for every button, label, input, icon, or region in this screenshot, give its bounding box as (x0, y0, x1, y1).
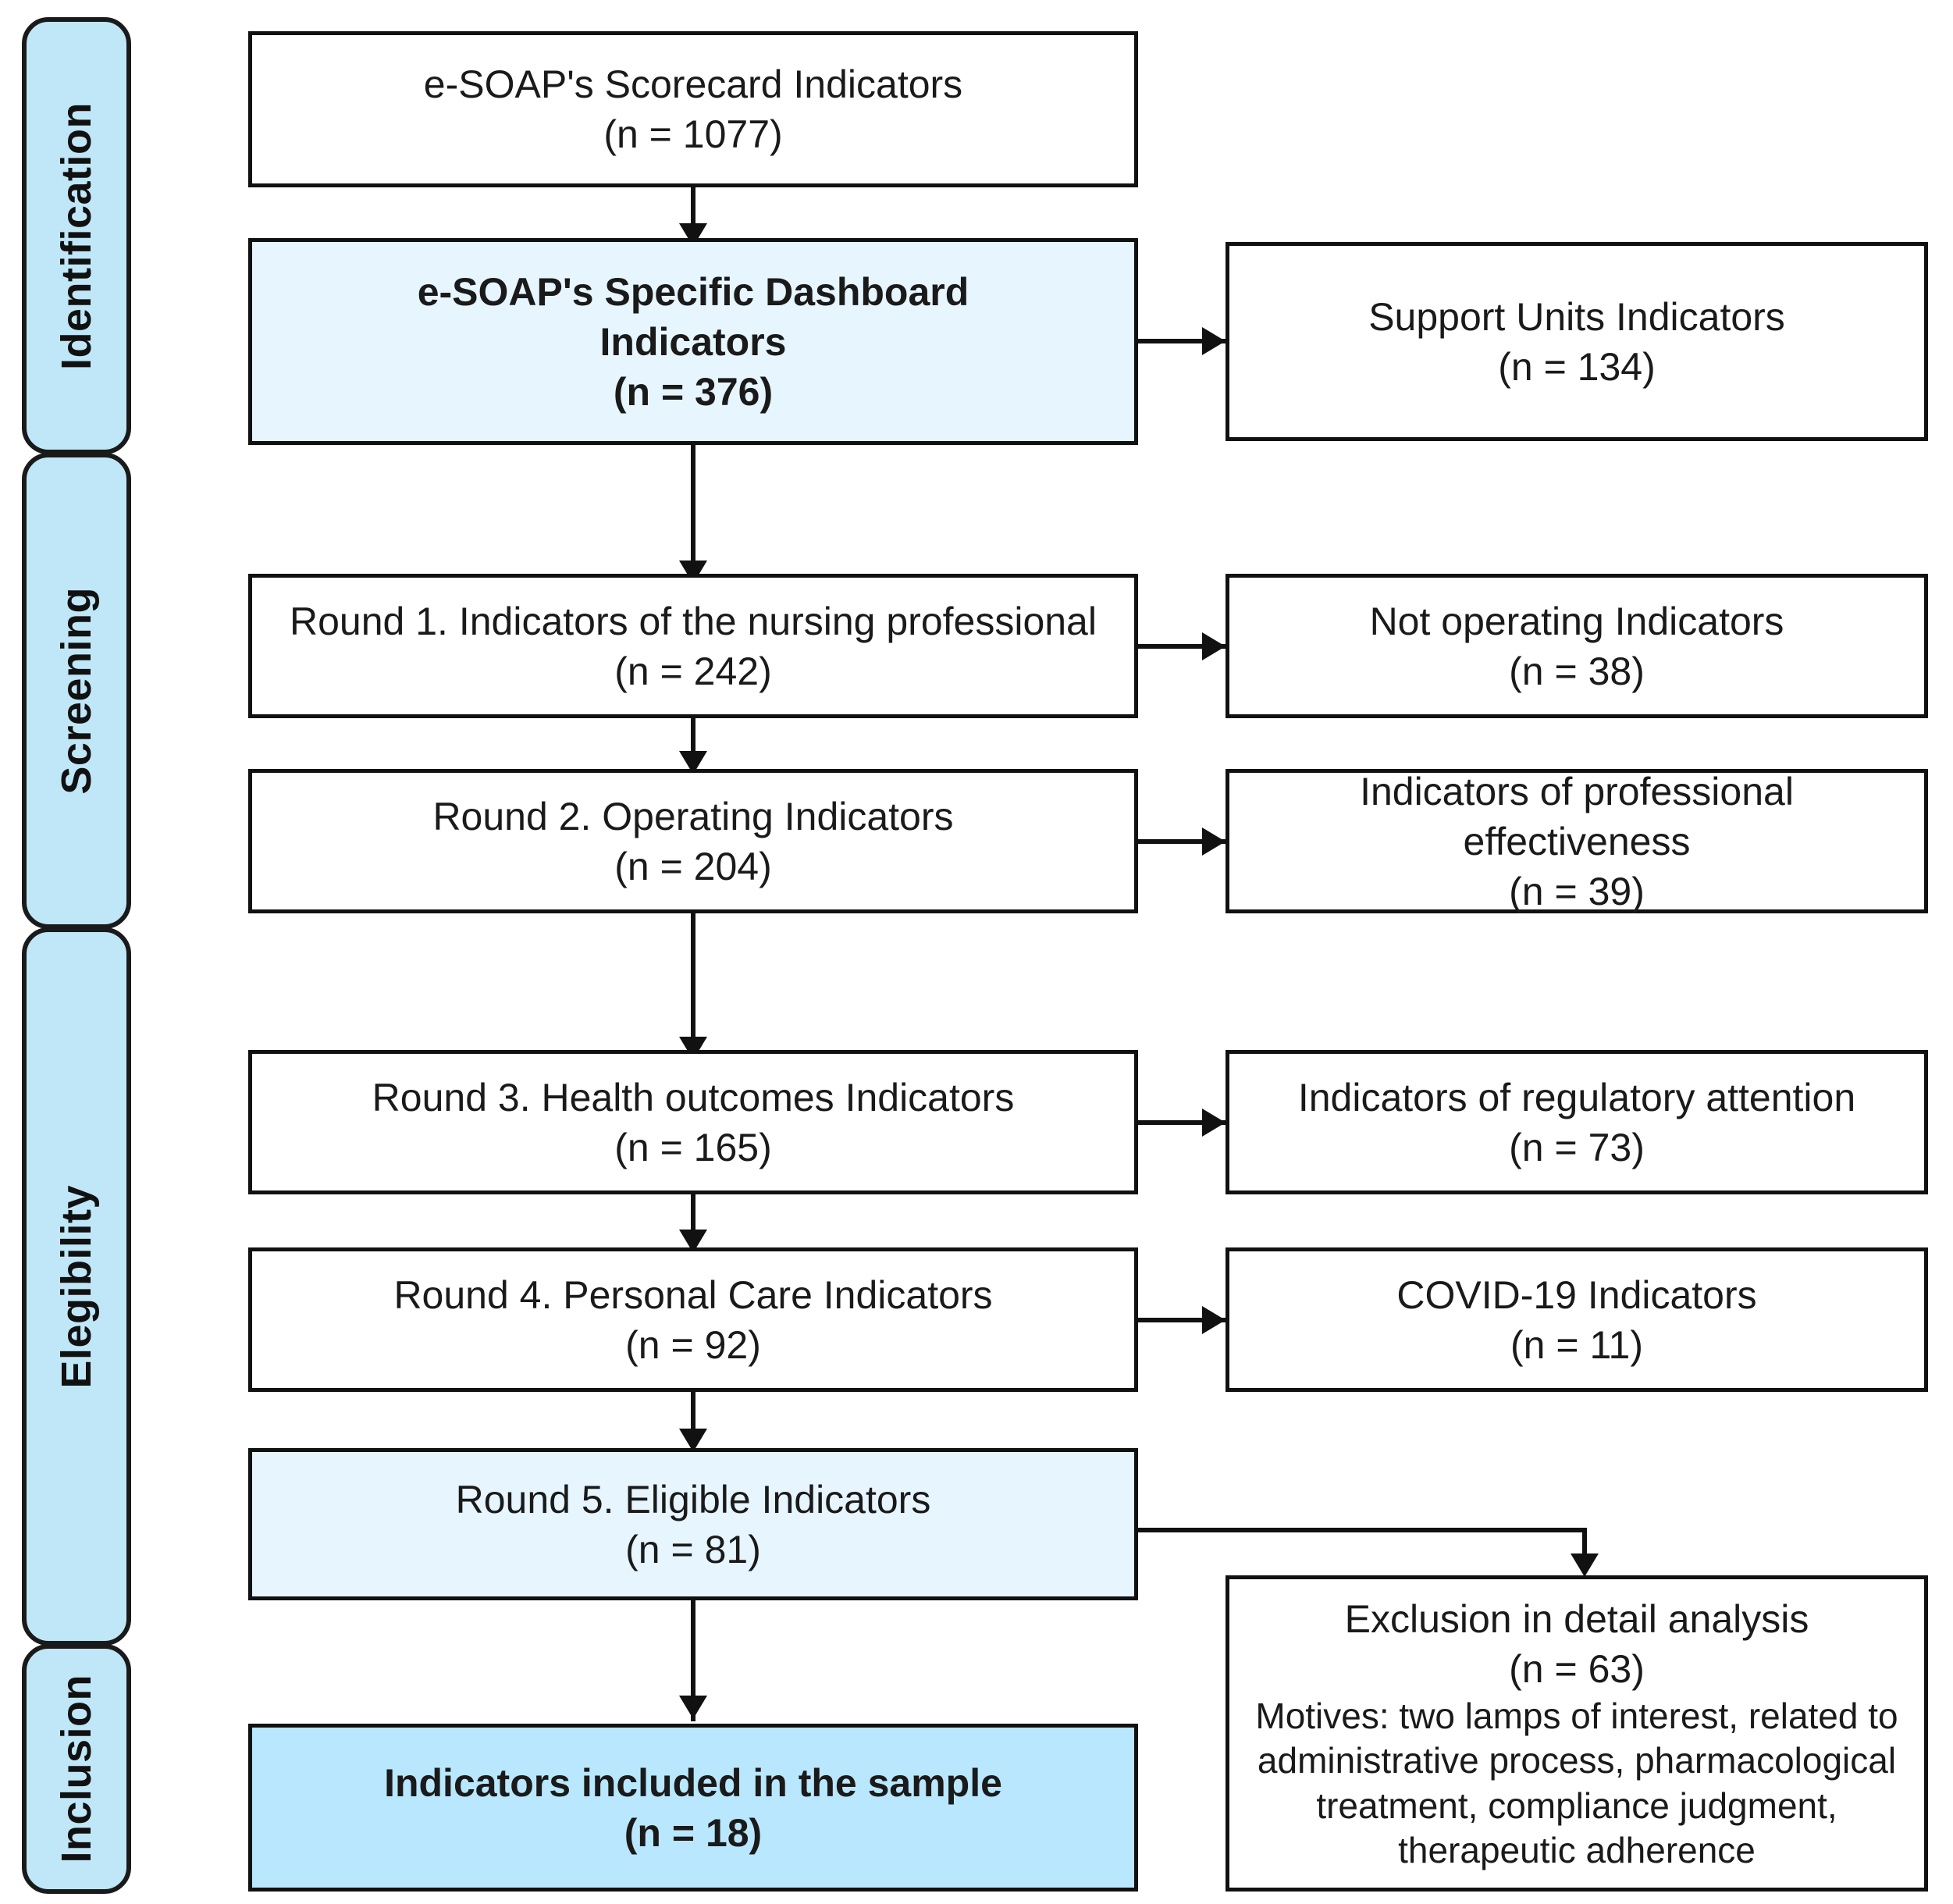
stage-label-inclusion: Inclusion (53, 1674, 100, 1863)
box-support-units-title: Support Units Indicators (1368, 294, 1785, 339)
stage-pill-screening: Screening (22, 453, 131, 929)
stage-pill-elegibility: Elegibility (22, 927, 131, 1646)
box-included-title: Indicators included in the sample (384, 1760, 1002, 1805)
box-round4-count: (n = 92) (625, 1322, 761, 1367)
box-regulatory-attention: Indicators of regulatory attention (n = … (1226, 1050, 1928, 1194)
connector-round5-to-exclusion-horizontal (1138, 1528, 1587, 1532)
arrowhead-dashboard-to-support-units (1202, 327, 1226, 355)
connector-round3-to-regulatory-attention (1138, 1120, 1230, 1125)
box-dashboard-count: (n = 376) (613, 369, 774, 414)
connector-round5-to-exclusion-vertical (1582, 1528, 1587, 1562)
arrowhead-round3-to-regulatory-attention (1202, 1109, 1226, 1137)
box-included: Indicators included in the sample (n = 1… (248, 1724, 1138, 1892)
box-regulatory-attention-title: Indicators of regulatory attention (1297, 1075, 1856, 1119)
box-professional-effectiveness-count: (n = 39) (1509, 869, 1645, 913)
box-round4: Round 4. Personal Care Indicators (n = 9… (248, 1247, 1138, 1392)
stage-pill-inclusion: Inclusion (22, 1644, 131, 1894)
box-regulatory-attention-count: (n = 73) (1509, 1125, 1645, 1169)
box-exclusion-detail: Exclusion in detail analysis (n = 63) Mo… (1226, 1575, 1928, 1892)
box-round5: Round 5. Eligible Indicators (n = 81) (248, 1448, 1138, 1600)
arrowhead-round1-to-not-operating (1202, 632, 1226, 660)
box-round3: Round 3. Health outcomes Indicators (n =… (248, 1050, 1138, 1194)
connector-round4-to-covid-19 (1138, 1318, 1230, 1322)
box-exclusion-detail-title: Exclusion in detail analysis (1344, 1597, 1809, 1642)
connector-round2-to-professional-effectiveness (1138, 839, 1230, 844)
box-support-units-count: (n = 134) (1498, 344, 1656, 389)
stage-pill-identification: Identification (22, 17, 131, 454)
box-included-count: (n = 18) (624, 1810, 763, 1855)
connector-round4-to-round5 (691, 1392, 695, 1453)
box-round2: Round 2. Operating Indicators (n = 204) (248, 769, 1138, 913)
connector-dashboard-to-support-units (1138, 339, 1230, 343)
box-not-operating-count: (n = 38) (1509, 649, 1645, 693)
connector-round2-to-round3 (691, 913, 695, 1062)
box-scorecard: e-SOAP's Scorecard Indicators (n = 1077) (248, 31, 1138, 187)
box-covid-19-title: COVID-19 Indicators (1396, 1272, 1757, 1317)
box-professional-effectiveness-title: Indicators of professional effectiveness (1360, 769, 1794, 863)
box-support-units: Support Units Indicators (n = 134) (1226, 242, 1928, 441)
connector-dashboard-to-round1 (691, 445, 695, 585)
box-round1-count: (n = 242) (614, 649, 772, 693)
box-exclusion-detail-count: (n = 63) (1509, 1647, 1645, 1692)
box-round5-title: Round 5. Eligible Indicators (455, 1477, 931, 1521)
box-round2-count: (n = 204) (614, 844, 772, 888)
box-scorecard-title: e-SOAP's Scorecard Indicators (423, 62, 963, 106)
box-not-operating-title: Not operating Indicators (1369, 599, 1784, 643)
box-scorecard-count: (n = 1077) (603, 112, 783, 156)
arrowhead-round4-to-covid-19 (1202, 1306, 1226, 1334)
box-round1-title: Round 1. Indicators of the nursing profe… (290, 599, 1097, 643)
box-round5-count: (n = 81) (625, 1527, 761, 1571)
connector-round5-to-included (691, 1600, 695, 1721)
box-dashboard-title: e-SOAP's Specific Dashboard Indicators (417, 269, 969, 364)
box-round4-title: Round 4. Personal Care Indicators (393, 1272, 993, 1317)
connector-round1-to-not-operating (1138, 644, 1230, 649)
stage-label-screening: Screening (53, 587, 100, 795)
arrowhead-round2-to-professional-effectiveness (1202, 827, 1226, 856)
box-round3-title: Round 3. Health outcomes Indicators (372, 1075, 1015, 1119)
arrowhead-round5-to-included (679, 1696, 707, 1719)
box-not-operating: Not operating Indicators (n = 38) (1226, 574, 1928, 718)
stage-label-identification: Identification (53, 101, 100, 370)
arrowhead-round5-to-exclusion (1571, 1553, 1599, 1577)
box-covid-19: COVID-19 Indicators (n = 11) (1226, 1247, 1928, 1392)
connector-round1-to-round2 (691, 718, 695, 774)
connector-round3-to-round4 (691, 1194, 695, 1253)
stage-label-elegibility: Elegibility (53, 1184, 100, 1389)
box-professional-effectiveness: Indicators of professional effectiveness… (1226, 769, 1928, 913)
box-covid-19-count: (n = 11) (1510, 1322, 1643, 1367)
box-dashboard: e-SOAP's Specific Dashboard Indicators (… (248, 238, 1138, 445)
box-round1: Round 1. Indicators of the nursing profe… (248, 574, 1138, 718)
connector-scorecard-to-dashboard (691, 187, 695, 236)
box-round3-count: (n = 165) (614, 1125, 772, 1169)
box-exclusion-detail-motives: Motives: two lamps of interest, related … (1255, 1696, 1898, 1870)
box-round2-title: Round 2. Operating Indicators (432, 794, 954, 838)
